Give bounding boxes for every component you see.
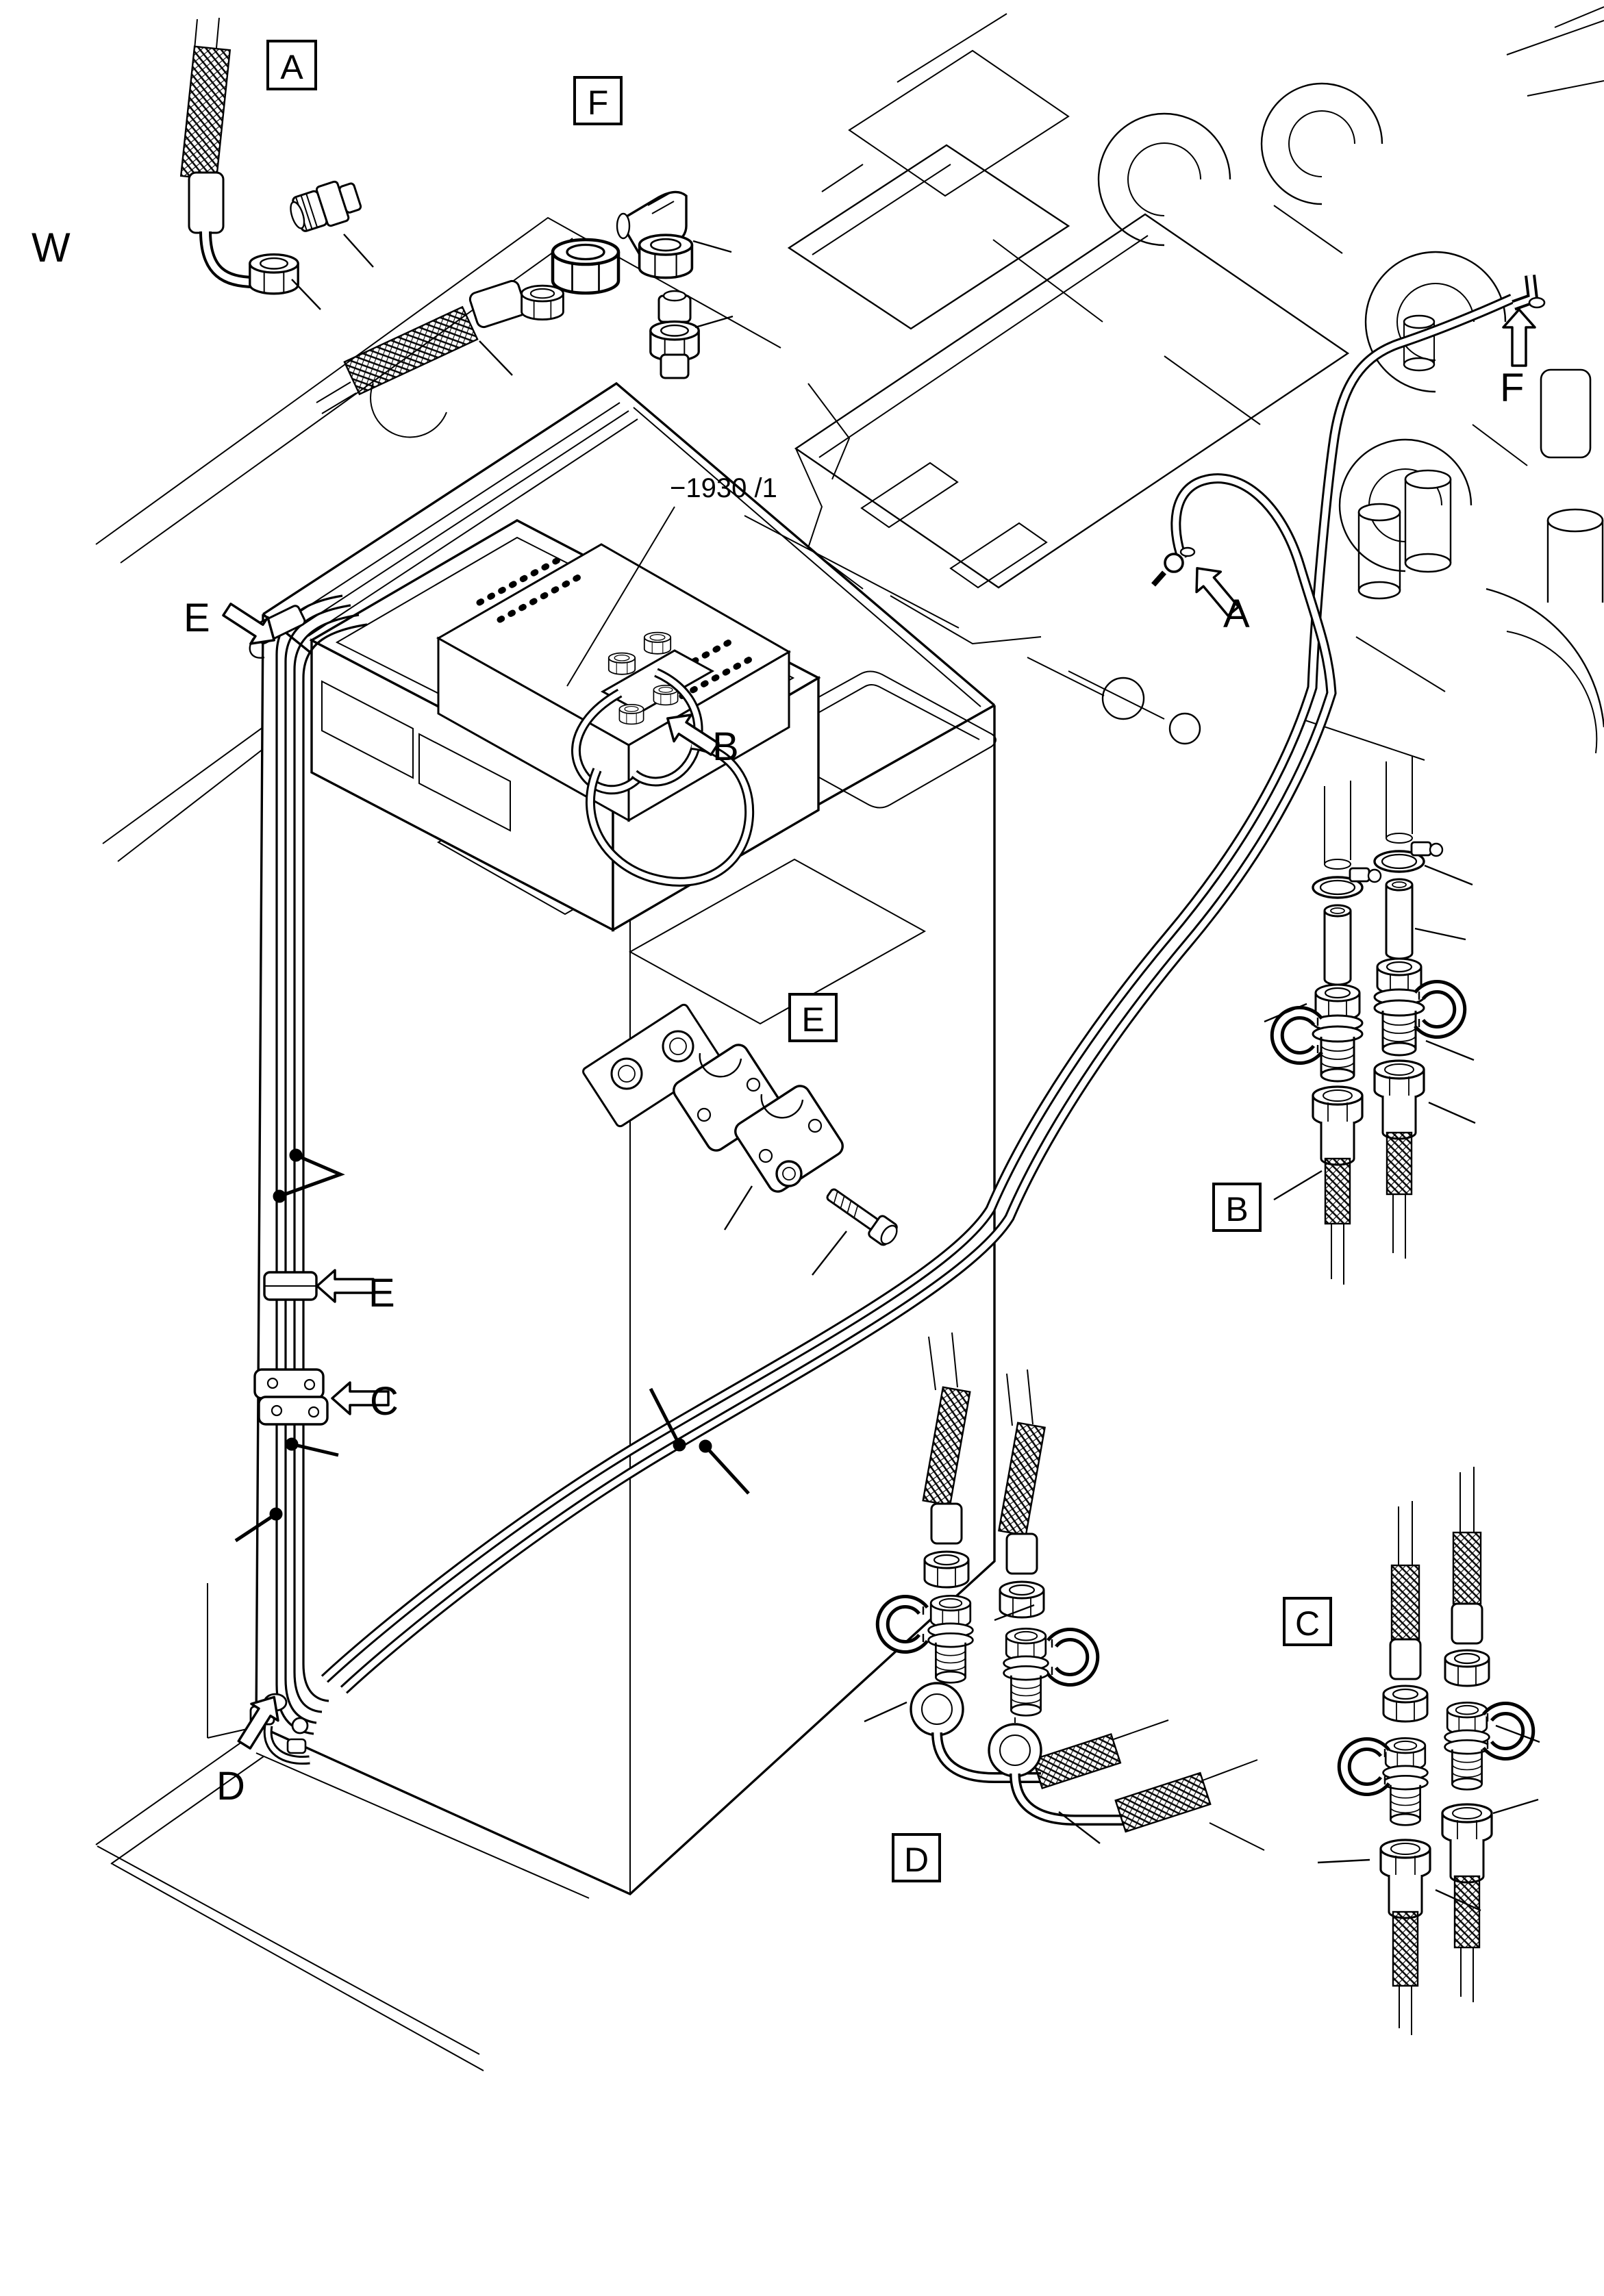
socket-screw bbox=[821, 1182, 903, 1250]
detail-a-box-label: A bbox=[280, 48, 303, 86]
detail-b-group bbox=[1264, 756, 1476, 1285]
fuel-hose-run bbox=[321, 275, 1546, 1694]
arrow-a-engine-label: A bbox=[1223, 592, 1250, 636]
unit-hose-loops bbox=[571, 668, 755, 887]
platform-deck bbox=[95, 216, 781, 2071]
detail-callout-boxes: A F E B C D bbox=[266, 40, 1332, 1882]
arrow-b-unit-label: B bbox=[712, 724, 739, 769]
heater-unit bbox=[309, 506, 821, 932]
arrow-d-corner-label: D bbox=[216, 1764, 245, 1808]
elbow-fitting bbox=[616, 190, 694, 279]
arrow-e-top-label: E bbox=[184, 596, 210, 640]
part-reference: −1930 /1 bbox=[670, 473, 777, 503]
detail-e-group bbox=[582, 1003, 903, 1276]
detail-d-box-label: D bbox=[904, 1841, 929, 1879]
detail-b-box-label: B bbox=[1225, 1190, 1248, 1228]
view-marker: W bbox=[32, 225, 71, 270]
detail-c-box bbox=[1283, 1597, 1332, 1646]
nipple-fitting bbox=[649, 290, 700, 379]
detail-c-box-label: C bbox=[1295, 1604, 1320, 1643]
engine-banjo-fitting bbox=[1151, 546, 1196, 587]
arrow-f-engine bbox=[1502, 308, 1536, 367]
arrow-f-engine-label: F bbox=[1500, 366, 1524, 410]
detail-c-group bbox=[1317, 1467, 1540, 2035]
detail-f-box-label: F bbox=[588, 84, 609, 122]
arrow-e-mid-label: E bbox=[368, 1271, 395, 1315]
part-leaders bbox=[234, 1148, 750, 1543]
arrow-e-mid bbox=[316, 1269, 375, 1303]
engine-illustration bbox=[744, 6, 1604, 761]
engine-elbow-fitting bbox=[1512, 275, 1546, 311]
detail-b-box bbox=[1212, 1183, 1262, 1232]
arrow-c-mid-label: C bbox=[370, 1379, 399, 1424]
detail-a-box bbox=[266, 40, 317, 90]
reference-arrows: E B A F E C D bbox=[184, 308, 1536, 1808]
detail-a-group bbox=[179, 17, 374, 310]
clamp-c-lower bbox=[258, 1396, 329, 1426]
detail-f-group bbox=[316, 190, 734, 414]
detail-d-box bbox=[892, 1833, 941, 1882]
nipple-fitting bbox=[290, 180, 362, 232]
part-reference-leader bbox=[566, 506, 675, 687]
detail-e-box-label: E bbox=[801, 1000, 824, 1039]
detail-f-box bbox=[573, 76, 623, 125]
detail-d-group bbox=[864, 1332, 1265, 1851]
detail-e-box bbox=[788, 993, 838, 1042]
